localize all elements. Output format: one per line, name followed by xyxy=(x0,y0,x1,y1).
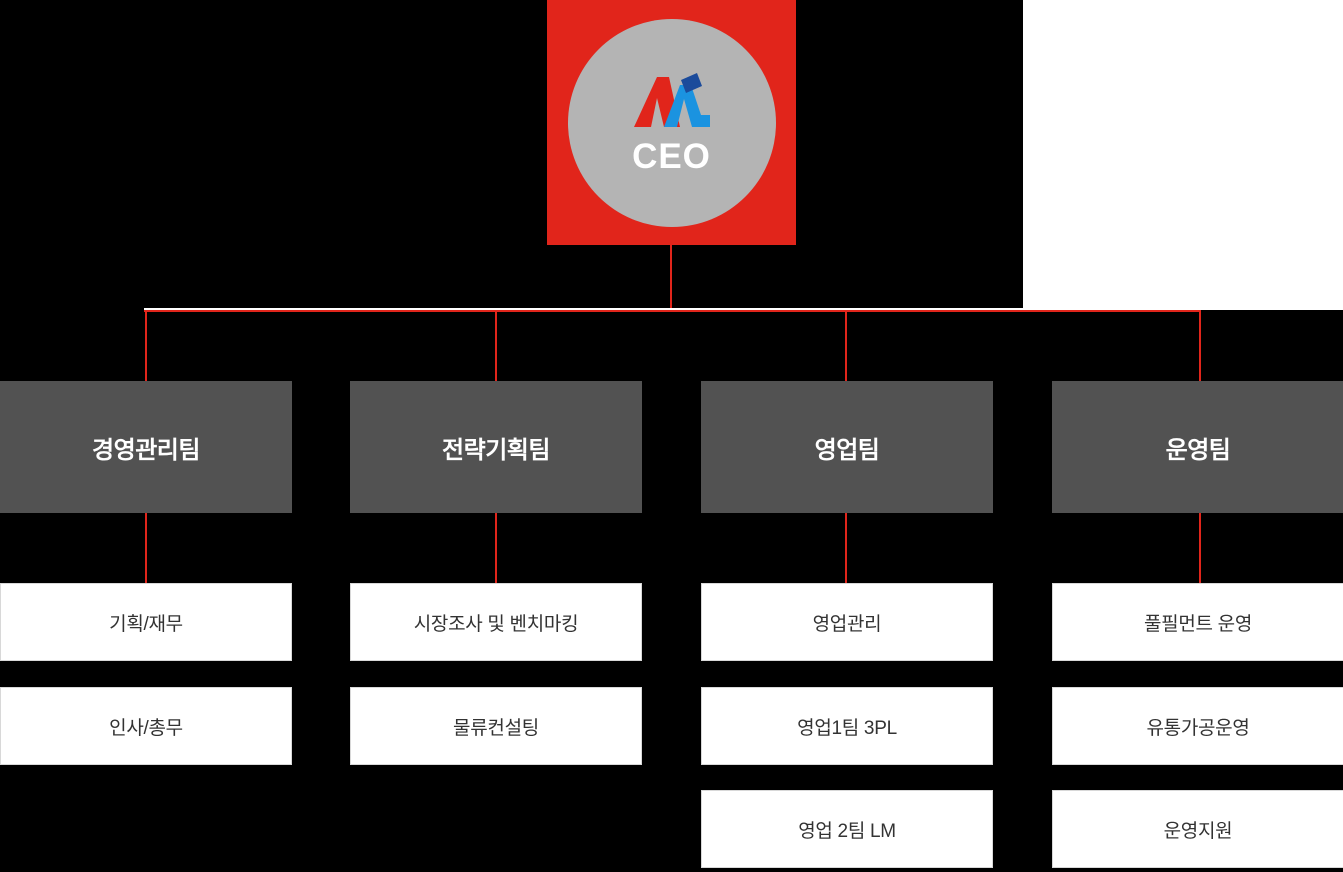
team-label: 전략기획팀 xyxy=(442,436,550,464)
connector-team-to-units-col3 xyxy=(845,513,847,583)
unit-box[interactable]: 유통가공운영 xyxy=(1052,687,1343,765)
ceo-label: CEO xyxy=(632,137,711,176)
connector-drop-col1 xyxy=(145,310,147,381)
unit-label: 물류컨설팅 xyxy=(453,717,539,739)
unit-label: 영업 2팀 LM xyxy=(798,820,896,842)
unit-label: 운영지원 xyxy=(1163,820,1233,842)
connector-team-to-units-col4 xyxy=(1199,513,1201,583)
unit-box[interactable]: 영업 2팀 LM xyxy=(701,790,993,868)
connector-bus-white xyxy=(144,308,1200,310)
connector-drop-col4 xyxy=(1199,310,1201,381)
team-box-sales[interactable]: 영업팀 xyxy=(701,381,993,513)
connector-team-to-units-col1 xyxy=(145,513,147,583)
unit-box[interactable]: 기획/재무 xyxy=(0,583,292,661)
connector-ceo-drop xyxy=(670,245,672,311)
unit-box[interactable]: 물류컨설팅 xyxy=(350,687,642,765)
unit-label: 기획/재무 xyxy=(109,613,183,635)
team-box-strategy[interactable]: 전략기획팀 xyxy=(350,381,642,513)
team-box-operations[interactable]: 운영팀 xyxy=(1052,381,1343,513)
connector-bus-red xyxy=(144,310,1200,312)
unit-box[interactable]: 풀필먼트 운영 xyxy=(1052,583,1343,661)
unit-label: 유통가공운영 xyxy=(1146,717,1250,739)
unit-label: 시장조사 및 벤치마킹 xyxy=(413,613,579,635)
unit-box[interactable]: 운영지원 xyxy=(1052,790,1343,868)
team-label: 경영관리팀 xyxy=(92,436,200,464)
connector-drop-col3 xyxy=(845,310,847,381)
unit-box[interactable]: 시장조사 및 벤치마킹 xyxy=(350,583,642,661)
unit-label: 영업관리 xyxy=(812,613,882,635)
team-label: 운영팀 xyxy=(1165,436,1231,464)
ceo-avatar-circle: CEO xyxy=(567,18,776,227)
team-label: 영업팀 xyxy=(814,436,880,464)
connector-team-to-units-col2 xyxy=(495,513,497,583)
company-logo-icon xyxy=(633,73,710,127)
page-background-panel xyxy=(1023,0,1343,310)
team-box-management[interactable]: 경영관리팀 xyxy=(0,381,292,513)
unit-box[interactable]: 영업1팀 3PL xyxy=(701,687,993,765)
unit-label: 인사/총무 xyxy=(109,717,183,739)
unit-box[interactable]: 영업관리 xyxy=(701,583,993,661)
unit-label: 풀필먼트 운영 xyxy=(1143,613,1253,635)
connector-drop-col2 xyxy=(495,310,497,381)
unit-box[interactable]: 인사/총무 xyxy=(0,687,292,765)
unit-label: 영업1팀 3PL xyxy=(797,717,897,739)
ceo-node[interactable]: CEO xyxy=(547,0,796,245)
